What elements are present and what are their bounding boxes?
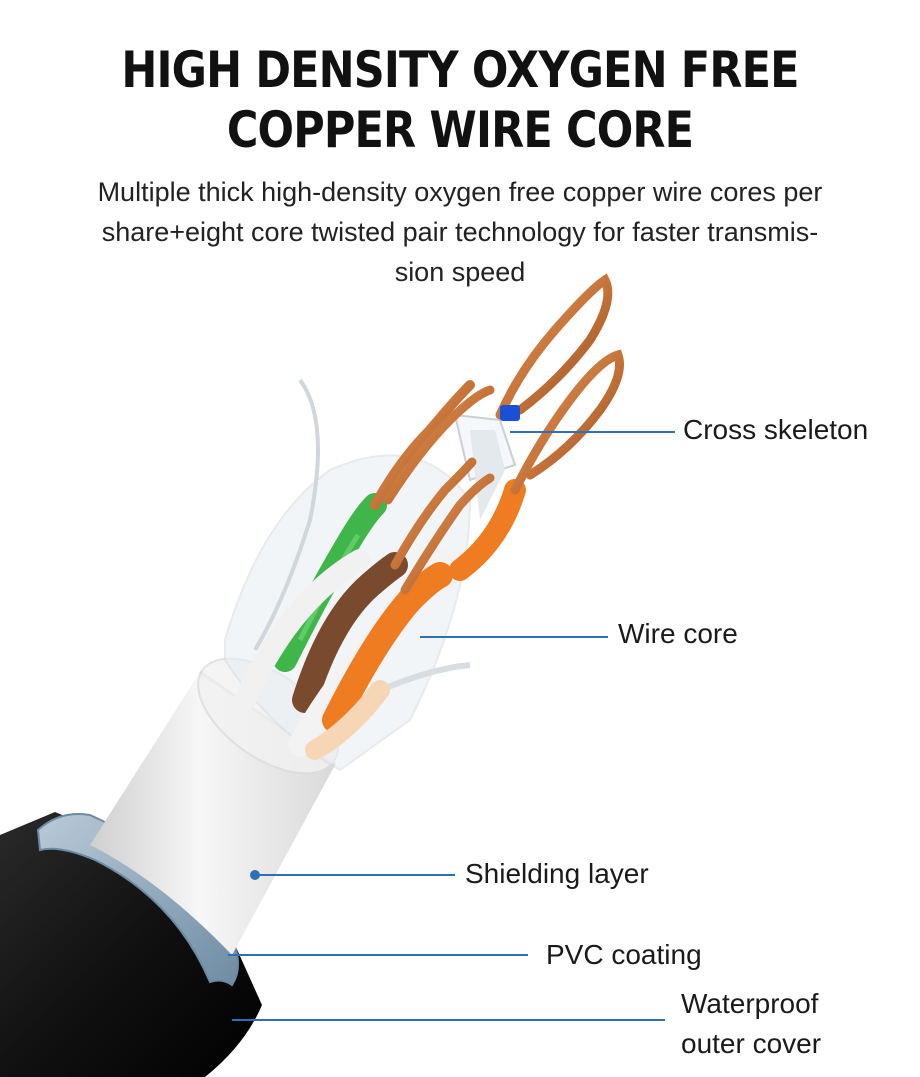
label-wire-core: Wire core: [618, 618, 738, 649]
label-cross-skeleton: Cross skeleton: [683, 414, 869, 445]
wire-core-white-orange: [305, 680, 390, 760]
waterproof-outer-cover: [0, 812, 262, 1077]
description-line-3: sion speed: [394, 257, 526, 287]
skeleton-tip: [500, 405, 520, 421]
shield-dot: [250, 870, 260, 880]
title-line-2: COPPER WIRE CORE: [226, 101, 694, 159]
label-waterproof-line-2: outer cover: [681, 1028, 822, 1059]
label-waterproof-outer-cover: Waterproof outer cover: [681, 984, 821, 1064]
description-line-2: share+eight core twisted pair technology…: [101, 217, 819, 247]
leader-lines: [228, 431, 675, 1021]
wire-core-orange: [322, 479, 526, 733]
wire-core-brown: [292, 552, 408, 713]
copper-strands: [370, 273, 624, 595]
label-pvc-coating: PVC coating: [546, 939, 702, 970]
description-line-1: Multiple thick high-density oxygen free …: [97, 177, 823, 207]
page-title: HIGH DENSITY OXYGEN FREE COPPER WIRE COR…: [64, 40, 855, 160]
label-waterproof-line-1: Waterproof: [681, 988, 819, 1019]
wire-core-white-1: [234, 549, 371, 711]
description: Multiple thick high-density oxygen free …: [40, 172, 880, 292]
label-shielding-layer: Shielding layer: [465, 858, 649, 889]
title-line-1: HIGH DENSITY OXYGEN FREE: [121, 41, 799, 99]
